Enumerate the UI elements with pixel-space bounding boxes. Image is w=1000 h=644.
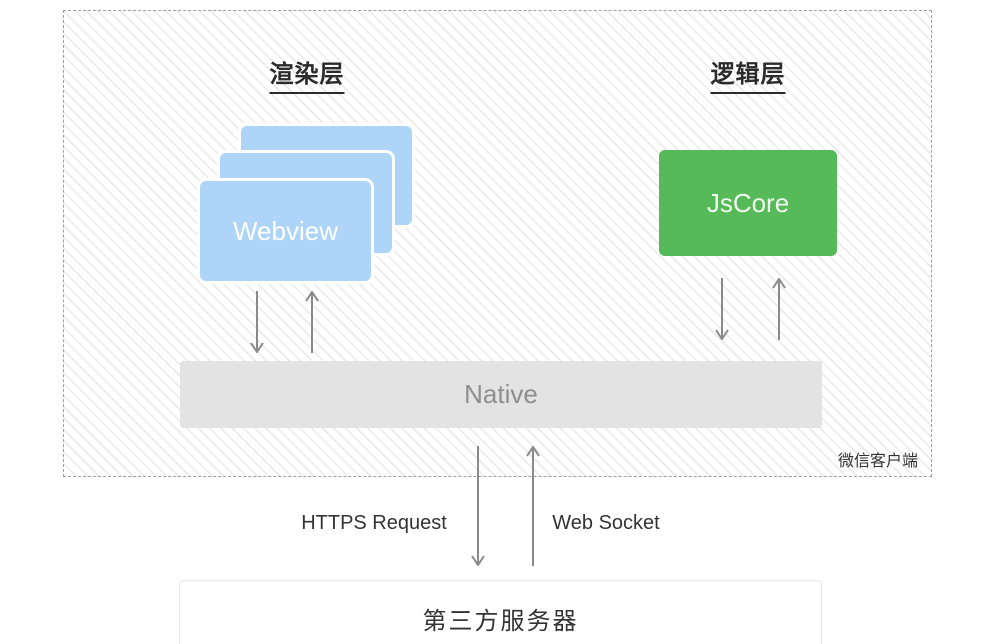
third-party-server-box: 第三方服务器	[179, 580, 822, 644]
arrow-up-icon	[771, 278, 787, 340]
logic-layer-title: 逻辑层	[710, 54, 786, 94]
wechat-client-label: 微信客户端	[838, 453, 919, 470]
https-request-label: HTTPS Request	[301, 512, 447, 534]
arrow-down-icon	[249, 291, 265, 353]
jscore-box: JsCore	[659, 150, 837, 256]
third-party-server-label: 第三方服务器	[422, 607, 579, 635]
arrow-up-icon	[304, 291, 320, 353]
https-request-arrow-down-icon	[470, 446, 486, 566]
jscore-label: JsCore	[706, 187, 790, 218]
native-bar: Native	[180, 361, 822, 428]
web-socket-arrow-up-icon	[525, 446, 541, 566]
web-socket-label: Web Socket	[552, 512, 660, 534]
arrow-down-icon	[714, 278, 730, 340]
webview-label: Webview	[232, 215, 338, 246]
render-layer-title: 渲染层	[269, 54, 345, 94]
native-label: Native	[464, 379, 538, 409]
webview-card-front: Webview	[197, 178, 374, 284]
